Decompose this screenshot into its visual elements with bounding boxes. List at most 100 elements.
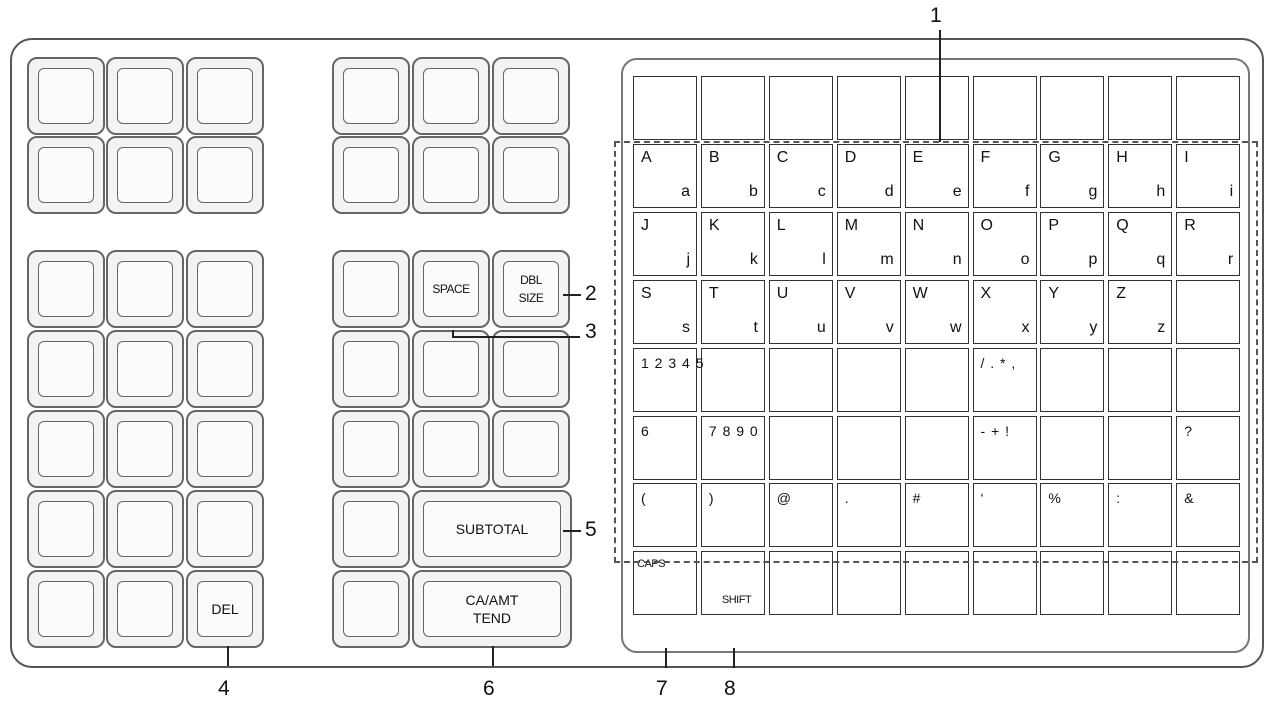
blank-key[interactable]	[972, 76, 1037, 140]
mid-key-r7-c1[interactable]	[332, 570, 410, 648]
char-key[interactable]: 1 2 3 4 5	[633, 347, 704, 412]
mid-key-r1-c3[interactable]	[492, 57, 570, 135]
left-key-r3-c1[interactable]	[27, 250, 105, 328]
left-key-r5-c3[interactable]	[186, 410, 264, 488]
char-key[interactable]	[768, 347, 833, 412]
shift-key[interactable]: SHIFT	[700, 551, 765, 616]
char-key[interactable]: ?	[1176, 415, 1241, 480]
left-key-r1-c2[interactable]	[106, 57, 184, 135]
left-key-r3-c2[interactable]	[106, 250, 184, 328]
mid-key-r2-c2[interactable]	[412, 136, 490, 214]
left-key-r2-c1[interactable]	[27, 136, 105, 214]
left-key-r6-c2[interactable]	[106, 490, 184, 568]
left-key-r2-c3[interactable]	[186, 136, 264, 214]
blank-key[interactable]	[768, 551, 833, 616]
symbol-key[interactable]: #	[904, 483, 969, 548]
blank-key[interactable]	[1176, 76, 1241, 140]
ca-amt-tend-key[interactable]: CA/AMT TEND	[412, 570, 572, 648]
left-key-r4-c3[interactable]	[186, 330, 264, 408]
symbol-key[interactable]: .	[836, 483, 901, 548]
blank-key[interactable]	[633, 76, 697, 140]
left-key-r2-c2[interactable]	[106, 136, 184, 214]
char-key[interactable]: 6	[633, 415, 697, 480]
mid-key-r2-c1[interactable]	[332, 136, 410, 214]
char-key[interactable]	[1108, 347, 1173, 412]
char-key[interactable]	[700, 347, 765, 412]
symbol-key[interactable]: &	[1176, 483, 1241, 548]
char-key[interactable]	[904, 415, 969, 480]
mid-key-r1-c2[interactable]	[412, 57, 490, 135]
mid-key-r3-c1[interactable]	[332, 250, 410, 328]
mid-key-r5-c2[interactable]	[412, 410, 490, 488]
space-key[interactable]: SPACE	[412, 250, 490, 328]
symbol-key[interactable]: %	[1040, 483, 1105, 548]
blank-key[interactable]	[904, 551, 969, 616]
left-key-r3-c3[interactable]	[186, 250, 264, 328]
left-key-r4-c1[interactable]	[27, 330, 105, 408]
left-key-r5-c1[interactable]	[27, 410, 105, 488]
char-key[interactable]	[836, 347, 901, 412]
blank-key[interactable]	[700, 76, 765, 140]
symbol-key[interactable]: :	[1108, 483, 1173, 548]
left-key-r4-c2[interactable]	[106, 330, 184, 408]
char-key[interactable]	[1040, 347, 1105, 412]
char-key[interactable]	[1176, 347, 1241, 412]
symbol-key[interactable]: (	[633, 483, 697, 548]
dbl-size-key[interactable]: DBL SIZE	[492, 250, 570, 328]
blank-key[interactable]	[1176, 279, 1241, 344]
symbol-key[interactable]: @	[768, 483, 833, 548]
mid-key-r4-c3[interactable]	[492, 330, 570, 408]
left-key-r1-c1[interactable]	[27, 57, 105, 135]
blank-key[interactable]	[836, 551, 901, 616]
mid-key-r5-c1[interactable]	[332, 410, 410, 488]
left-key-r7-c1[interactable]	[27, 570, 105, 648]
char-key[interactable]	[768, 415, 833, 480]
blank-key[interactable]	[1040, 551, 1105, 616]
mid-key-r2-c3[interactable]	[492, 136, 570, 214]
mid-key-r4-c1[interactable]	[332, 330, 410, 408]
left-key-r7-c2[interactable]	[106, 570, 184, 648]
mid-key-r4-c2[interactable]	[412, 330, 490, 408]
char-key[interactable]: / . * ,	[972, 347, 1037, 412]
char-key[interactable]: - + !	[972, 415, 1037, 480]
char-key[interactable]	[904, 347, 969, 412]
symbol-key[interactable]: )	[700, 483, 765, 548]
blank-key[interactable]	[1108, 551, 1173, 616]
symbol-key[interactable]: ‘	[972, 483, 1037, 548]
blank-key[interactable]	[972, 551, 1037, 616]
blank-key[interactable]	[1176, 551, 1241, 616]
char-key[interactable]: 7 8 9 0	[700, 415, 765, 480]
blank-key[interactable]	[836, 76, 901, 140]
mid-key-r6-c1[interactable]	[332, 490, 410, 568]
mid-key-r5-c3[interactable]	[492, 410, 570, 488]
left-key-r5-c2[interactable]	[106, 410, 184, 488]
mid-key-r1-c1[interactable]	[332, 57, 410, 135]
char-key[interactable]	[1040, 415, 1105, 480]
char-key[interactable]	[836, 415, 901, 480]
blank-key[interactable]	[1108, 76, 1173, 140]
char-key[interactable]	[1108, 415, 1173, 480]
blank-key[interactable]	[768, 76, 833, 140]
left-key-r6-c1[interactable]	[27, 490, 105, 568]
